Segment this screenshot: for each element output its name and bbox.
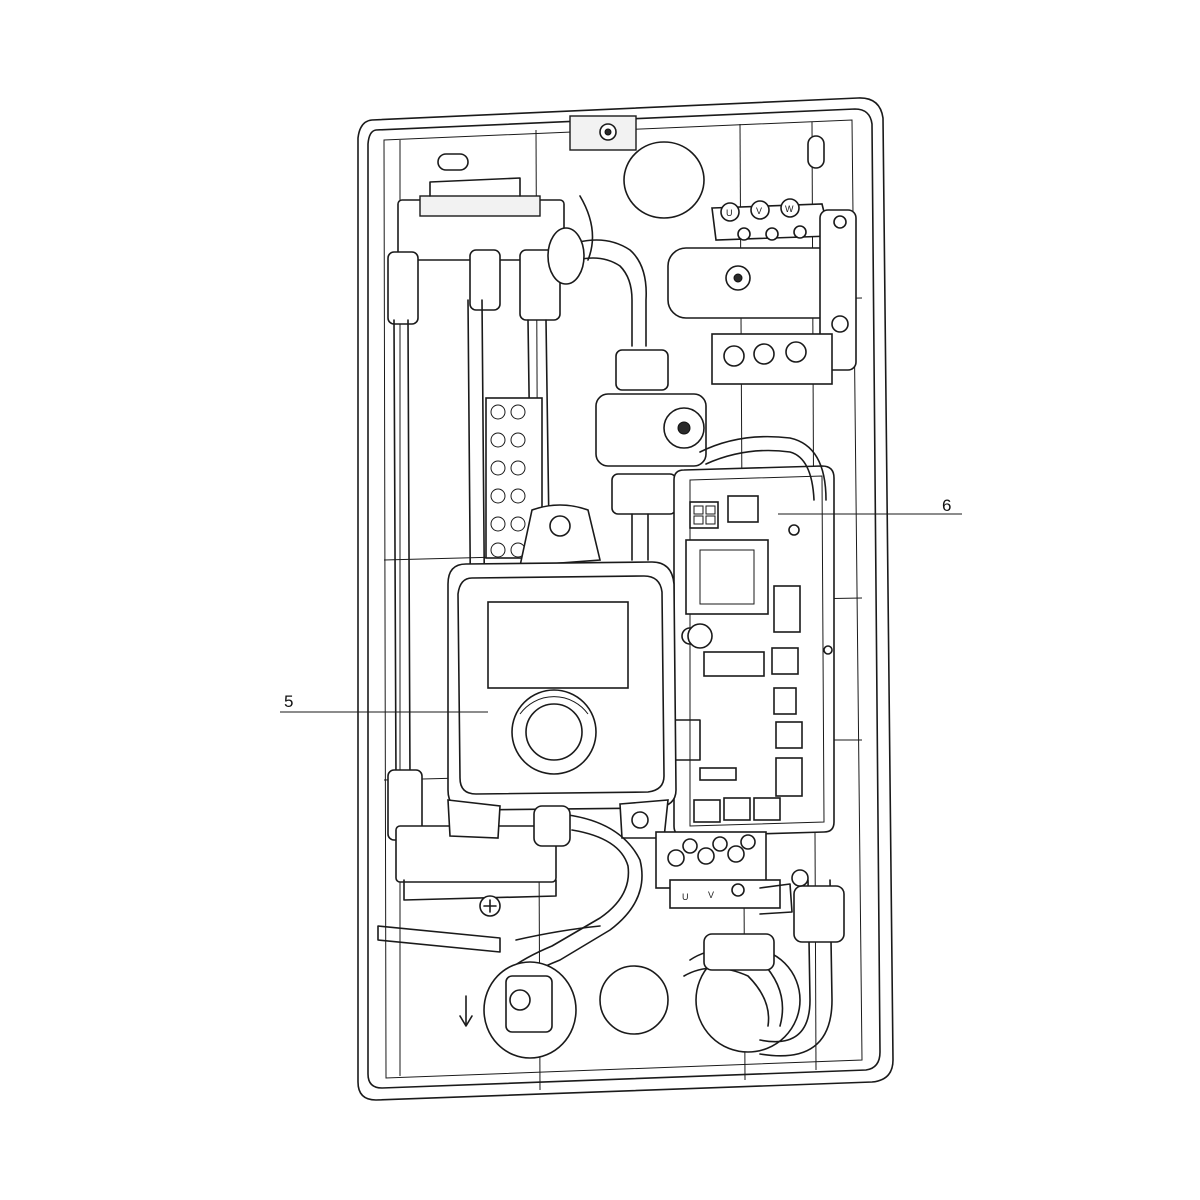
electronics-board xyxy=(673,435,835,837)
control-unit xyxy=(447,504,677,839)
cable-entry-hole-top xyxy=(623,141,705,219)
terminal-label-u-top: U xyxy=(726,208,733,218)
control-unit-display xyxy=(487,601,629,689)
callout-label-5: 5 xyxy=(284,692,294,711)
power-terminal-block-bottom: U V W xyxy=(655,831,793,915)
dip-switch xyxy=(699,767,737,781)
terminal-label-u-bottom: U xyxy=(682,892,689,902)
lower-water-pipes xyxy=(377,805,845,1059)
mounting-slot-right xyxy=(807,135,825,169)
cable-entry-hole-bottom xyxy=(599,965,669,1035)
top-clamp xyxy=(569,115,637,151)
down-arrow-icon xyxy=(459,995,473,1027)
power-terminal-block-top: U V W xyxy=(667,198,857,385)
mounting-slot-left xyxy=(437,153,469,171)
upper-pipe xyxy=(547,195,647,347)
heating-element-block xyxy=(387,177,565,917)
ground-icon xyxy=(731,883,745,897)
terminal-label-v-bottom: V xyxy=(708,890,714,900)
terminal-label-w-top: W xyxy=(785,204,794,214)
terminal-label-v-top: V xyxy=(756,206,762,216)
flow-sensor xyxy=(595,349,707,561)
callout-label-6: 6 xyxy=(942,496,952,515)
